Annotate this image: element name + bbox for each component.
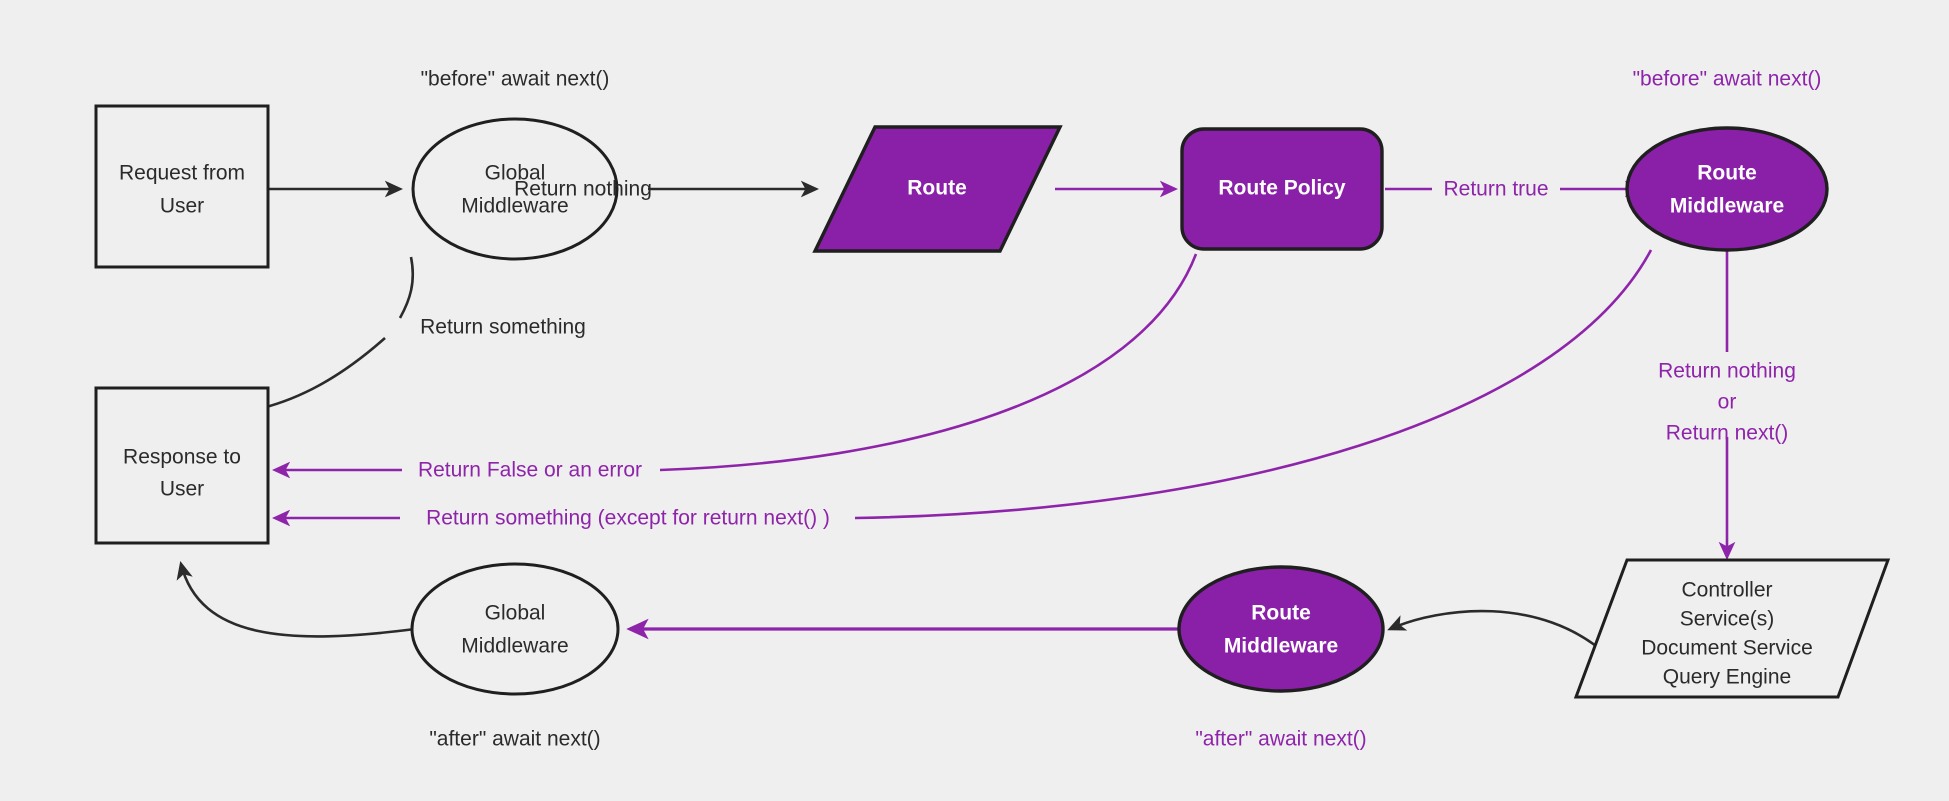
node-response-to-user[interactable] (94, 386, 270, 545)
edge-label-return-nothing-global: Return nothing (514, 178, 652, 201)
annotation-after-await-next-route: "after" await next() (1195, 728, 1366, 751)
edge-label-return-nothing-middleware: Return nothing (1658, 360, 1796, 383)
node-request-from-user-label-line2: User (160, 195, 204, 218)
node-global-middleware-bottom[interactable] (410, 562, 620, 696)
node-controller-stack-line1: Controller (1681, 579, 1772, 602)
edge-label-return-something-except-next: Return something (except for return next… (426, 507, 830, 530)
node-controller-stack-line4: Query Engine (1663, 666, 1791, 689)
node-global-middleware-top-label-line1: Global (485, 162, 546, 185)
node-route-middleware-bottom[interactable] (1177, 565, 1385, 693)
edge-label-return-true: Return true (1443, 178, 1548, 201)
edge-route-policy-to-response-curve (659, 253, 1198, 472)
annotation-after-await-next-global: "after" await next() (429, 728, 600, 751)
edge-label-return-next: Return next() (1666, 422, 1789, 445)
node-controller-stack-line3: Document Service (1641, 637, 1813, 660)
edge-label-return-false-or-error: Return False or an error (418, 459, 642, 482)
node-route[interactable] (812, 125, 1063, 253)
node-controller-stack-line2: Service(s) (1680, 608, 1775, 631)
edge-controller-to-route-middleware-bottom (1387, 609, 1608, 656)
node-response-to-user-label-line1: Response to (123, 446, 241, 469)
node-route-policy-label: Route Policy (1218, 177, 1346, 200)
node-request-from-user[interactable] (94, 104, 270, 269)
node-controller-stack[interactable] (1573, 558, 1891, 699)
node-route-middleware-bottom-label-line2: Middleware (1224, 635, 1338, 658)
node-global-middleware-bottom-label-line1: Global (485, 602, 546, 625)
node-response-to-user-label-line2: User (160, 478, 204, 501)
node-route-policy[interactable] (1180, 127, 1384, 251)
annotation-before-await-next-route: "before" await next() (1633, 68, 1822, 91)
node-route-label: Route (907, 177, 967, 200)
annotation-before-await-next-global: "before" await next() (421, 68, 610, 91)
node-route-middleware-top-label-line1: Route (1697, 162, 1757, 185)
node-request-from-user-label-line1: Request from (119, 162, 245, 185)
node-route-middleware-top[interactable] (1625, 126, 1829, 252)
node-global-middleware-bottom-label-line2: Middleware (461, 635, 568, 658)
edge-label-return-something-global: Return something (420, 316, 586, 339)
node-global-middleware-top[interactable] (411, 117, 619, 261)
edge-global-middleware-bottom-to-response (176, 561, 416, 638)
edge-label-or: or (1718, 391, 1737, 414)
node-global-middleware-top-label-line2: Middleware (461, 195, 568, 218)
edge-route-middleware-to-response-curve (854, 249, 1653, 520)
edge-global-middleware-to-response-upper (398, 256, 415, 319)
node-route-middleware-top-label-line2: Middleware (1670, 195, 1784, 218)
node-route-middleware-bottom-label-line1: Route (1251, 602, 1311, 625)
